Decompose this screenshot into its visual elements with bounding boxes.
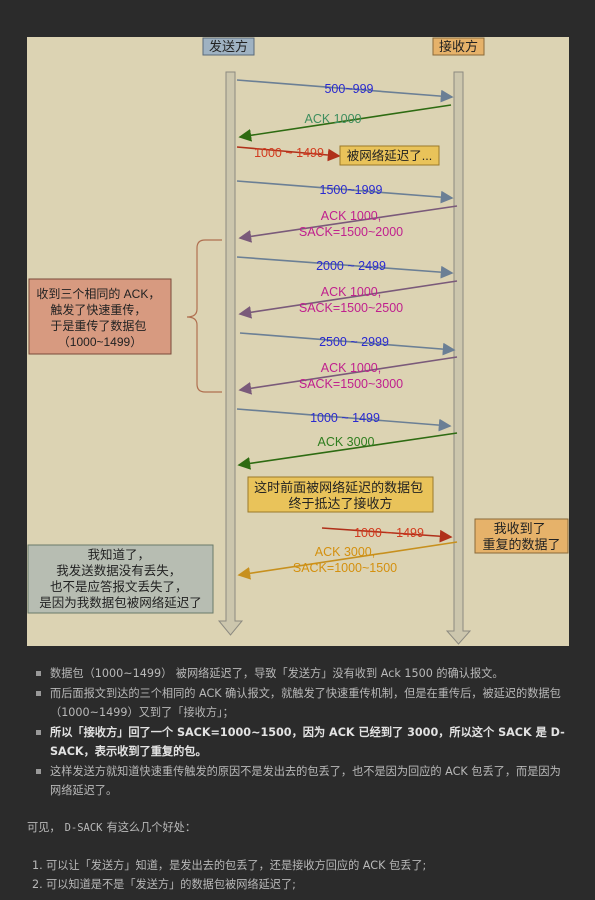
arrow-2000-2499 [236, 256, 454, 279]
label-ack-1000-b: ACK 1000, [321, 285, 381, 299]
arrow-ack-sack-2500 [238, 280, 458, 319]
sender-label: 发送方 [202, 37, 255, 56]
intro-prefix: 可见， [27, 821, 61, 834]
label-sack-2000: SACK=1500~2000 [299, 225, 403, 239]
arrow-2500-2999 [239, 332, 456, 356]
d-sack-sequence-diagram: 发送方 接收方 500~999 ACK 1000 1000 ~ 1499 150… [27, 37, 569, 646]
item-number: 1. [32, 859, 43, 872]
list-item: 数据包（1000~1499） 被网络延迟了，导致「发送方」没有收到 Ack 15… [36, 664, 566, 684]
fast-retransmit-note: 收到三个相同的 ACK， 触发了快速重传， 于是重传了数据包 （1000~149… [28, 278, 172, 355]
duplicate-note: 我收到了 重复的数据了 [474, 518, 569, 554]
svg-text:被网络延迟了...: 被网络延迟了... [347, 148, 432, 163]
arrow-ack-dsack [237, 541, 458, 580]
item-number: 2. [32, 878, 43, 891]
label-2000-2499: 2000 ~ 2499 [316, 259, 386, 273]
list-item: 这样发送方就知道快速重传触发的原因不是发出去的包丢了，也不是因为回应的 ACK … [36, 762, 566, 801]
receiver-timeline [445, 71, 472, 645]
receiver-label: 接收方 [432, 37, 485, 56]
arrow-1500-1999 [236, 180, 454, 204]
delayed-note: 被网络延迟了... [339, 145, 440, 166]
arrow-1000-1499-retransmit [236, 408, 452, 432]
item-text: 可以知道是不是「发送方」的数据包被网络延迟了; [46, 878, 296, 891]
label-2500-2999: 2500 ~ 2999 [319, 335, 389, 349]
arrow-ack-sack-3000 [238, 356, 458, 395]
arrow-1000-1499-delayed [236, 146, 341, 162]
brace-bracket [186, 239, 222, 393]
label-500-999: 500~999 [324, 82, 373, 96]
label-ack-1000-c: ACK 1000, [321, 361, 381, 375]
dsack-code: D-SACK [64, 822, 103, 834]
list-item: 2.可以知道是不是「发送方」的数据包被网络延迟了; [32, 875, 572, 894]
arrow-500-999 [236, 79, 454, 103]
intro-suffix: 有这么几个好处： [106, 821, 197, 834]
svg-text:我知道了， 我发送数据没有丢失， 也: 我知道了， 我发送数据没有丢失， 也不是应答报文丢失了， 是因为我数据包被网络延… [39, 548, 202, 610]
benefits-list: 1.可以让「发送方」知道，是发出去的包丢了，还是接收方回应的 ACK 包丢了; … [32, 856, 572, 894]
label-ack-3000: ACK 3000 [318, 435, 375, 449]
item-text: 可以让「发送方」知道，是发出去的包丢了，还是接收方回应的 ACK 包丢了; [46, 859, 427, 872]
arrived-note: 这时前面被网络延迟的数据包 终于抵达了接收方 [247, 476, 434, 513]
svg-text:接收方: 接收方 [439, 39, 478, 54]
label-ack-1000: ACK 1000 [305, 112, 362, 126]
sender-knows-note: 我知道了， 我发送数据没有丢失， 也不是应答报文丢失了， 是因为我数据包被网络延… [27, 544, 214, 614]
explanation-list: 数据包（1000~1499） 被网络延迟了，导致「发送方」没有收到 Ack 15… [36, 664, 566, 801]
arrow-ack-1000 [238, 104, 452, 142]
svg-text:我收到了 重复的数据了: 我收到了 重复的数据了 [482, 521, 560, 552]
label-1000-1499-retransmit: 1000 ~ 1499 [310, 411, 380, 425]
svg-text:这时前面被网络延迟的数据包 终于抵达了接收方: 这时前面被网络延迟的数据包 终于抵达了接收方 [254, 480, 427, 511]
svg-text:收到三个相同的 ACK， 触发了快速重传，: 收到三个相同的 ACK， 触发了快速重传， 于是重传了数据包 （1000~149… [36, 286, 163, 349]
list-item: 而后面报文到达的三个相同的 ACK 确认报文，就触发了快速重传机制，但是在重传后… [36, 684, 566, 723]
label-sack-3000: SACK=1500~3000 [299, 377, 403, 391]
list-item: 所以「接收方」回了一个 SACK=1000~1500，因为 ACK 已经到了 3… [36, 723, 566, 762]
label-ack-1000-a: ACK 1000, [321, 209, 381, 223]
label-sack-2500: SACK=1500~2500 [299, 301, 403, 315]
label-1000-1499-late: 1000 ~ 1499 [354, 526, 424, 540]
list-item: 1.可以让「发送方」知道，是发出去的包丢了，还是接收方回应的 ACK 包丢了; [32, 856, 572, 875]
label-1500-1999: 1500~1999 [320, 183, 383, 197]
label-sack-1000-1500: SACK=1000~1500 [293, 561, 397, 575]
arrow-ack-sack-2000 [238, 205, 458, 243]
arrow-ack-3000 [237, 432, 458, 470]
svg-text:发送方: 发送方 [209, 39, 248, 54]
arrow-1000-1499-late [321, 527, 453, 543]
label-1000-1499-delayed: 1000 ~ 1499 [254, 146, 324, 160]
label-ack-3000-dsack: ACK 3000, [315, 545, 375, 559]
sender-timeline [217, 71, 244, 636]
